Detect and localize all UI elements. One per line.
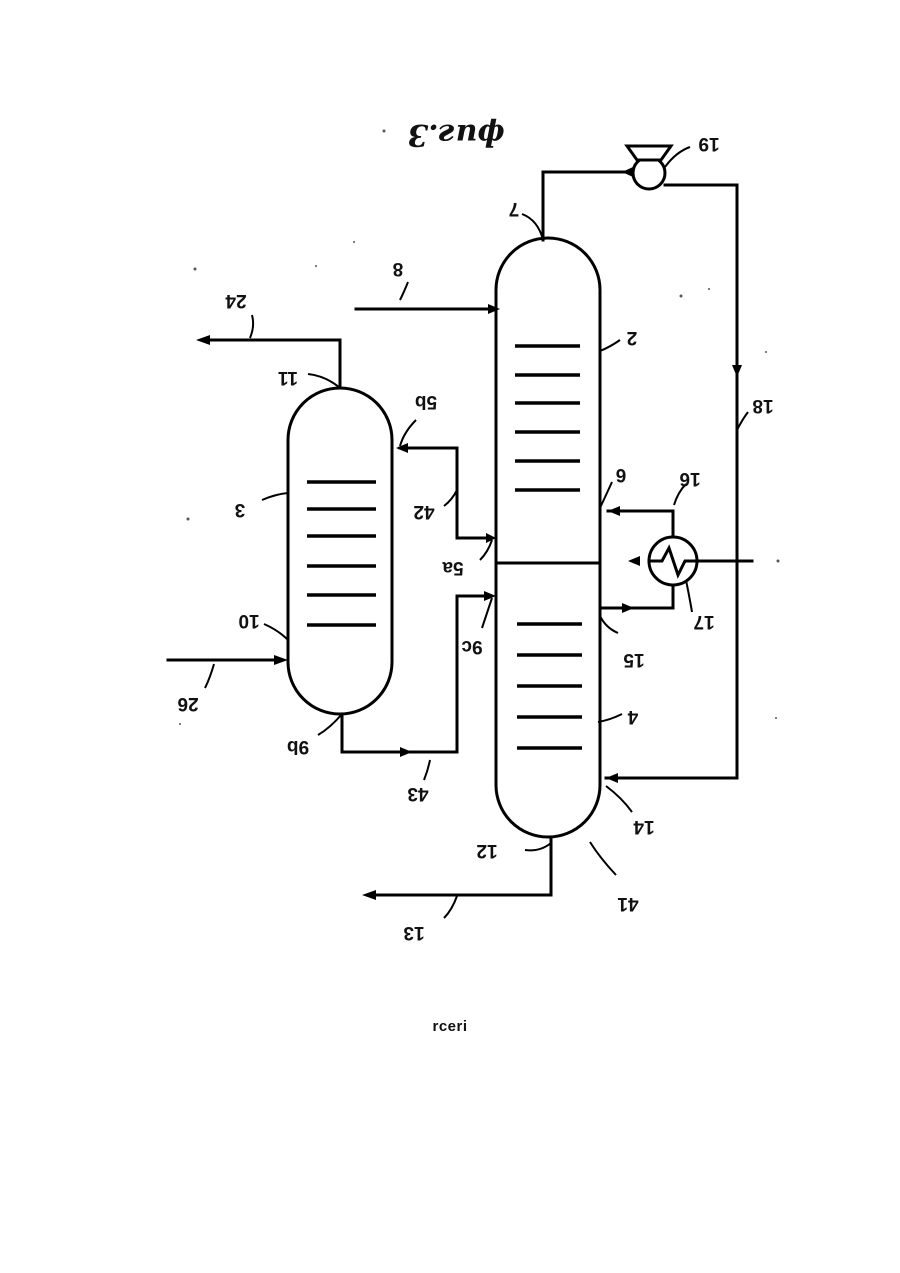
reboiler-draw-line-15	[600, 585, 673, 608]
label-14: 14	[633, 816, 655, 837]
label-8: 8	[393, 258, 404, 279]
label-12: 12	[476, 840, 497, 861]
leader	[424, 760, 430, 780]
label-5b: 5b	[415, 391, 437, 412]
label-17: 17	[693, 611, 714, 632]
label-42: 42	[413, 501, 434, 522]
speck	[187, 518, 190, 521]
side-column-shell	[288, 388, 392, 714]
leader	[444, 896, 457, 918]
heat-exchanger-17	[649, 537, 697, 585]
leader	[737, 412, 748, 430]
arrow-right-icon	[622, 603, 634, 613]
leader	[318, 714, 342, 735]
leader	[686, 580, 692, 612]
label-26: 26	[177, 693, 198, 714]
label-6: 6	[616, 464, 627, 485]
label-43: 43	[407, 783, 428, 804]
label-16: 16	[679, 468, 700, 489]
bottoms-line-13	[368, 837, 551, 895]
leader-lines	[205, 147, 748, 918]
overhead-line	[543, 172, 633, 240]
label-5a: 5a	[442, 557, 464, 578]
compressor-outlet-icon	[627, 146, 671, 160]
arrow-left-icon	[362, 890, 376, 900]
side-column	[288, 388, 392, 714]
label-15: 15	[623, 649, 645, 670]
speck	[708, 288, 710, 290]
label-24: 24	[225, 290, 247, 311]
side-draw-line-42	[400, 448, 492, 538]
vapour-line-24	[204, 340, 340, 388]
speck	[765, 351, 767, 353]
figure-title: фиг.3	[407, 117, 504, 152]
arrow-left-icon	[628, 556, 640, 566]
arrow-left-icon	[606, 773, 618, 783]
arrow-right-icon	[274, 655, 288, 665]
speck	[353, 241, 355, 243]
leader	[250, 315, 253, 338]
scan-specks	[179, 130, 780, 726]
flow-arrows	[196, 167, 742, 900]
leader	[262, 493, 288, 500]
label-41: 41	[617, 893, 639, 914]
speck	[680, 295, 683, 298]
arrow-right-icon	[400, 747, 412, 757]
arrow-right-icon	[484, 591, 496, 601]
speck	[179, 723, 181, 725]
label-18: 18	[752, 395, 773, 416]
leader	[205, 664, 214, 688]
leader	[308, 374, 340, 388]
label-4: 4	[627, 706, 638, 727]
arrow-right-icon	[622, 167, 633, 177]
label-9c: 9c	[461, 636, 483, 657]
footer-text: rceri	[0, 1018, 900, 1035]
arrow-left-icon	[196, 335, 210, 345]
label-2: 2	[627, 327, 638, 348]
leader	[264, 624, 288, 640]
reference-labels: фиг.3 2 3 4 5a 5b 6 7 8 9b 9c 10 11 12 1…	[177, 117, 773, 943]
speck	[777, 560, 780, 563]
label-13: 13	[403, 922, 424, 943]
label-10: 10	[238, 610, 259, 631]
leader	[400, 282, 408, 300]
label-9b: 9b	[287, 736, 309, 757]
arrow-down-icon	[732, 365, 742, 377]
speck	[315, 265, 317, 267]
arrow-left-icon	[608, 506, 620, 516]
leader	[444, 490, 457, 506]
leader	[482, 598, 492, 628]
speck	[383, 130, 386, 133]
leader	[590, 842, 616, 875]
leader	[400, 420, 416, 446]
leader	[600, 616, 618, 633]
label-19: 19	[698, 133, 719, 154]
label-3: 3	[235, 499, 246, 520]
compressor-19	[627, 146, 671, 189]
leader	[600, 482, 612, 508]
leader	[606, 786, 632, 812]
label-7: 7	[509, 198, 520, 219]
compressor-icon	[633, 157, 665, 189]
leader	[525, 843, 551, 850]
main-column	[496, 238, 600, 837]
leader	[598, 714, 622, 722]
leader	[600, 340, 620, 351]
arrow-left-icon	[396, 443, 408, 453]
speck	[775, 717, 777, 719]
process-flow-diagram: фиг.3 2 3 4 5a 5b 6 7 8 9b 9c 10 11 12 1…	[0, 0, 900, 1000]
speck	[194, 268, 197, 271]
label-11: 11	[278, 367, 299, 388]
piping	[168, 172, 752, 895]
leader	[522, 214, 543, 240]
